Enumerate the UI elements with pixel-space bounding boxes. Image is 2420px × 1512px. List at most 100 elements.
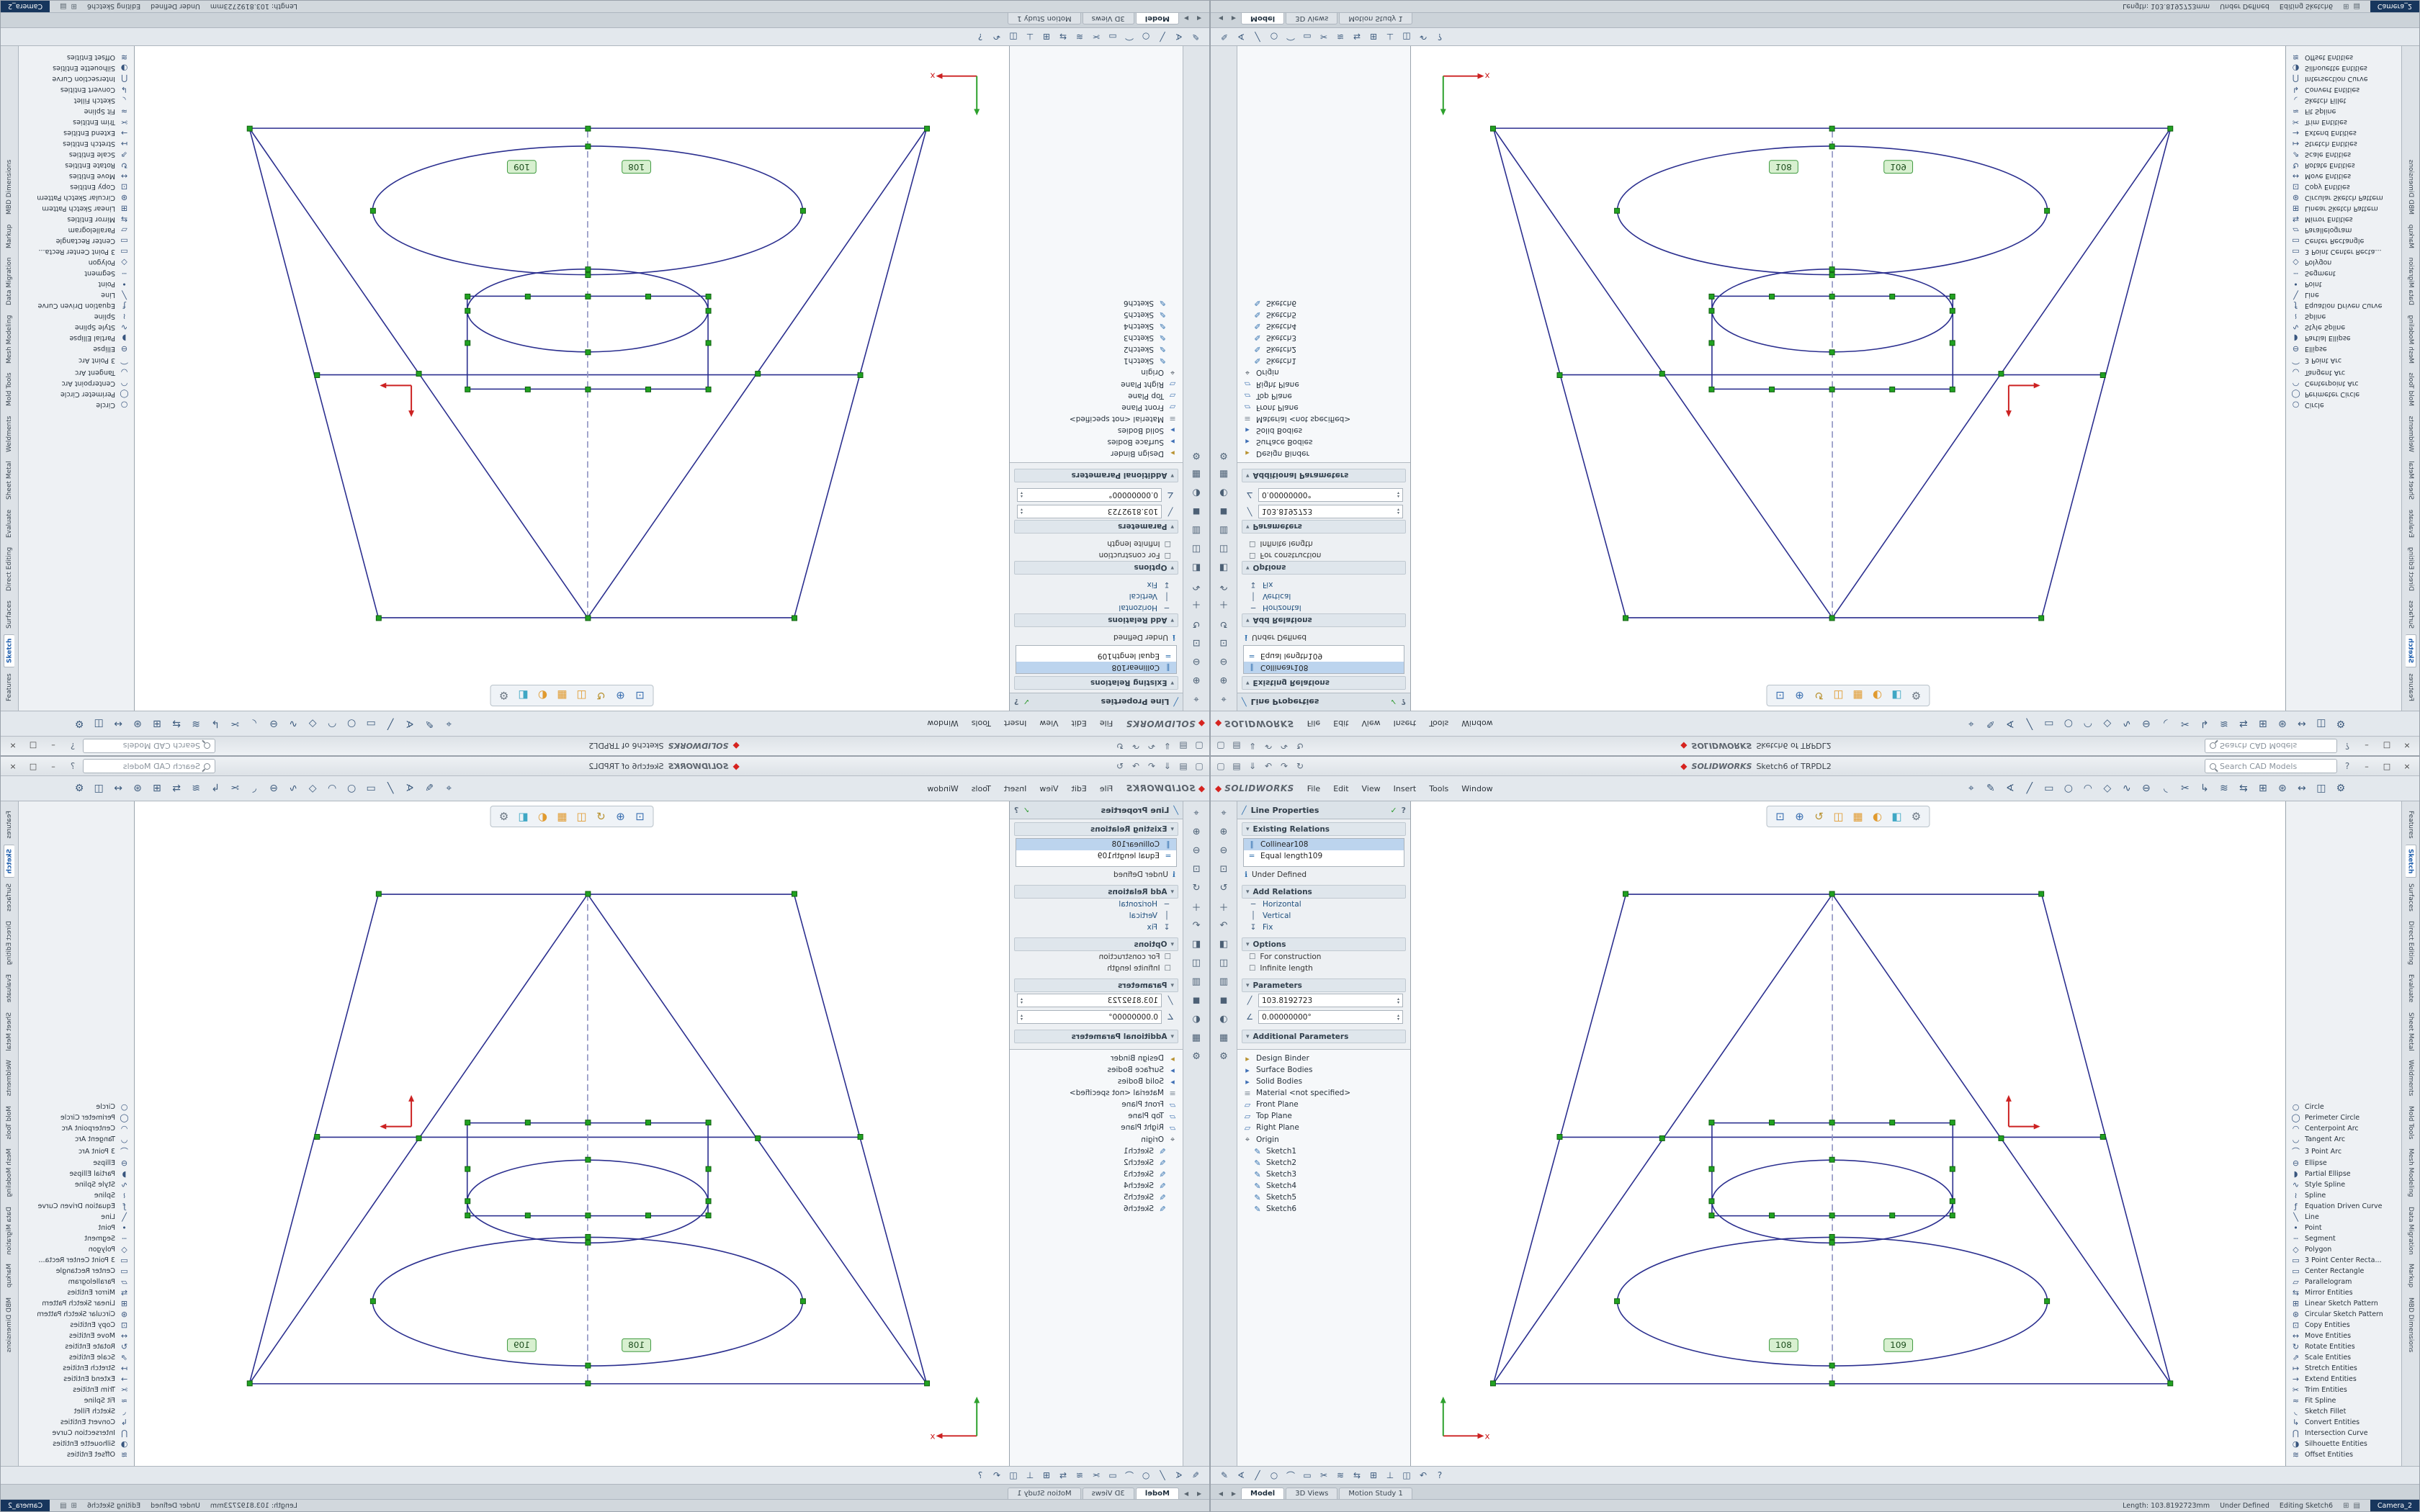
toolbar-icon[interactable]: ╱ <box>2020 714 2039 733</box>
sketch-tool-item[interactable]: ▭3 Point Center Recta... <box>2286 1255 2401 1266</box>
parameter-input[interactable]: 103.8192723 ▴▾ <box>1258 994 1403 1007</box>
tab-scroll-left-icon[interactable]: ◀ <box>1215 1488 1227 1499</box>
tree-item[interactable]: ▱Front Plane <box>1011 402 1181 413</box>
tree-item[interactable]: ▱Right Plane <box>1239 1122 1409 1133</box>
tree-item[interactable]: ✎Sketch1 <box>1239 355 1409 366</box>
toolbar-icon[interactable]: ✎ <box>420 779 439 798</box>
command-tab[interactable]: Weldments <box>4 412 14 455</box>
sketch-tool-item[interactable]: ≈Fit Spline <box>19 106 134 117</box>
command-tab[interactable]: Sheet Metal <box>4 1009 14 1055</box>
sketch-tool-item[interactable]: ≈Fit Spline <box>2286 106 2401 117</box>
sketch-tool-item[interactable]: ▭Center Rectangle <box>19 235 134 246</box>
sketch-tool-item[interactable]: ⊖Ellipse <box>19 1158 134 1169</box>
sketch-tool-item[interactable]: ⊞Linear Sketch Pattern <box>2286 203 2401 214</box>
toolbar-icon[interactable]: ◫ <box>89 714 108 733</box>
toolbar-icon[interactable]: ⊞ <box>2254 779 2272 798</box>
existing-relations-list[interactable]: ∥Collinear108=Equal length109 <box>1243 645 1404 674</box>
menu-item[interactable]: Window <box>921 717 964 731</box>
sketch-tool-item[interactable]: ◑Silhouette Entities <box>2286 63 2401 73</box>
sketch-tool-item[interactable]: →Extend Entities <box>2286 127 2401 138</box>
left-strip-icon[interactable]: ◐ <box>1215 1010 1232 1027</box>
tree-item[interactable]: ✎Sketch3 <box>1011 332 1181 343</box>
tree-item[interactable]: ✎Sketch5 <box>1239 309 1409 320</box>
bottom-toolbar-icon[interactable]: ▭ <box>1299 30 1315 44</box>
bottom-toolbar-icon[interactable]: ◫ <box>1399 30 1415 44</box>
sketch-tool-item[interactable]: ◟Sketch Fillet <box>2286 95 2401 106</box>
status-icon[interactable]: ⊞ <box>71 3 77 11</box>
bottom-toolbar-icon[interactable]: ✂ <box>1316 1468 1332 1482</box>
ok-icon[interactable]: ✓ <box>1390 698 1397 707</box>
sketch-tool-item[interactable]: ◯Perimeter Circle <box>19 389 134 400</box>
close-button[interactable]: × <box>4 739 22 752</box>
toolbar-icon[interactable]: ⌖ <box>439 779 458 798</box>
left-strip-icon[interactable]: ◫ <box>1215 954 1232 971</box>
tree-item[interactable]: ✎Sketch1 <box>1239 1146 1409 1157</box>
tree-item[interactable]: ▸Solid Bodies <box>1011 425 1181 436</box>
sketch-tool-item[interactable]: ○Circle <box>19 1102 134 1112</box>
tree-item[interactable]: ▸Surface Bodies <box>1011 436 1181 448</box>
relation-tag-108[interactable]: 108 <box>622 1338 651 1351</box>
bottom-toolbar-icon[interactable]: ○ <box>1138 1468 1154 1482</box>
heads-up-icon[interactable]: ⚙ <box>1908 808 1925 825</box>
tab-scroll-right-icon[interactable]: ▶ <box>1228 1488 1240 1499</box>
command-tab[interactable]: MBD Dimensions <box>2406 1294 2416 1356</box>
toolbar-icon[interactable]: ↳ <box>206 714 225 733</box>
command-tab[interactable]: Mold Tools <box>2406 369 2416 410</box>
tree-item[interactable]: ▱Front Plane <box>1239 402 1409 413</box>
toolbar-icon[interactable]: ∿ <box>284 714 302 733</box>
left-strip-icon[interactable]: ↶ <box>1188 917 1205 934</box>
bottom-toolbar-icon[interactable]: ╱ <box>1155 30 1170 44</box>
minimize-button[interactable]: – <box>44 739 63 752</box>
left-strip-icon[interactable]: ⊖ <box>1188 842 1205 859</box>
command-tab[interactable]: Surfaces <box>2406 880 2416 915</box>
bottom-toolbar-icon[interactable]: ╱ <box>1250 30 1265 44</box>
sketch-tool-item[interactable]: ⋂Intersection Curve <box>2286 73 2401 84</box>
options-header[interactable]: ▾ Options <box>1242 561 1406 575</box>
help-icon[interactable]: ? <box>1402 698 1406 707</box>
sketch-tool-item[interactable]: ƒEquation Driven Curve <box>19 1201 134 1212</box>
tree-item[interactable]: ▱Top Plane <box>1239 1110 1409 1122</box>
toolbar-icon[interactable]: ↔ <box>2293 714 2311 733</box>
command-tab[interactable]: Direct Editing <box>4 917 14 968</box>
command-tab[interactable]: Features <box>2406 807 2416 842</box>
relation-row[interactable]: ∥Collinear108 <box>1016 662 1176 673</box>
command-tab[interactable]: Weldments <box>2406 412 2416 455</box>
toolbar-icon[interactable]: ≋ <box>187 779 205 798</box>
relation-tag-108[interactable]: 108 <box>1770 1338 1798 1351</box>
sketch-tool-item[interactable]: ◇Polygon <box>19 257 134 268</box>
toolbar-icon[interactable]: ⌖ <box>1962 779 1981 798</box>
command-tab[interactable]: Sketch <box>2406 634 2416 667</box>
menu-item[interactable]: File <box>1301 717 1326 731</box>
sketch-tool-item[interactable]: ⌒3 Point Arc <box>2286 354 2401 367</box>
model-tab[interactable]: Model <box>1241 1488 1284 1499</box>
search-input[interactable]: Search CAD Models <box>2205 759 2337 773</box>
heads-up-icon[interactable]: ↺ <box>593 687 610 704</box>
add-relation-button[interactable]: ─Horizontal <box>1242 899 1406 910</box>
quick-access-icon[interactable]: ↶ <box>1144 739 1159 753</box>
relation-row[interactable]: =Equal length109 <box>1016 850 1176 862</box>
quick-access-icon[interactable]: ↻ <box>1293 739 1307 753</box>
ok-icon[interactable]: ✓ <box>1390 806 1397 815</box>
bottom-toolbar-icon[interactable]: ∢ <box>1171 1468 1187 1482</box>
sketch-tool-item[interactable]: ◇Polygon <box>2286 1244 2401 1255</box>
sketch-points[interactable] <box>1490 126 2172 621</box>
bottom-toolbar-icon[interactable]: ∢ <box>1233 30 1249 44</box>
command-tab[interactable]: Markup <box>2406 220 2416 251</box>
sketch-tool-item[interactable]: ↔Move Entities <box>2286 1331 2401 1341</box>
bottom-toolbar-icon[interactable]: ? <box>972 30 988 44</box>
status-icon[interactable]: ⊞ <box>2343 1502 2349 1510</box>
tree-item[interactable]: ▱Top Plane <box>1011 1110 1181 1122</box>
heads-up-icon[interactable]: ◫ <box>1830 687 1847 704</box>
heads-up-icon[interactable]: ⊡ <box>1772 687 1789 704</box>
tab-scroll-right-icon[interactable]: ▶ <box>1180 1488 1192 1499</box>
add-relations-header[interactable]: ▾ Add Relations <box>1014 885 1178 899</box>
help-icon[interactable]: ? <box>1014 698 1018 707</box>
graphics-area[interactable]: 108 109 x ⊡⊕↺◫▦◐◧⚙ <box>1411 46 2285 711</box>
sketch-tool-item[interactable]: ↳Convert Entities <box>2286 1417 2401 1428</box>
spinner[interactable]: ▴▾ <box>1021 997 1023 1004</box>
toolbar-icon[interactable]: ◇ <box>303 714 322 733</box>
tree-item[interactable]: ▸Design Binder <box>1239 1053 1409 1064</box>
heads-up-icon[interactable]: ⚙ <box>496 687 513 704</box>
left-strip-icon[interactable]: ◼ <box>1188 503 1205 521</box>
existing-relations-header[interactable]: ▾ Existing Relations <box>1014 676 1178 690</box>
